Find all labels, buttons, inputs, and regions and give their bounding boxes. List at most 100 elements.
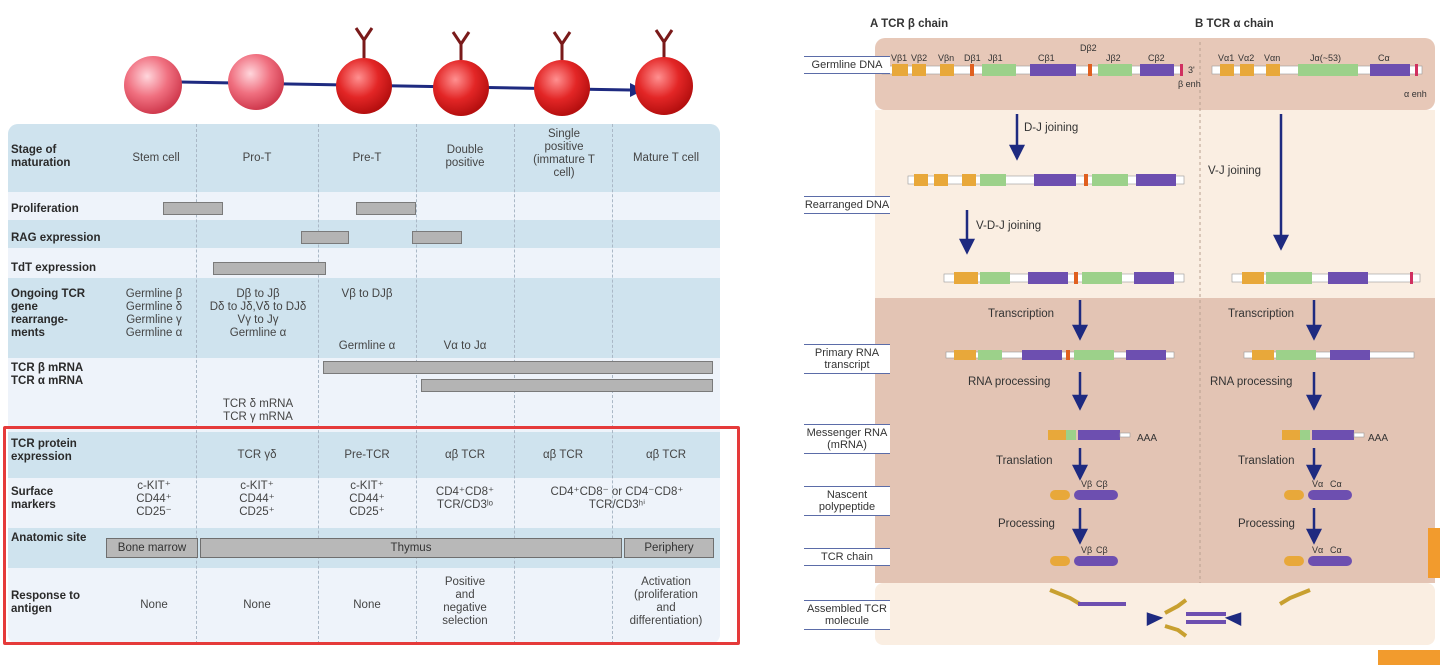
seg-vb2: Vβ2 <box>911 53 928 63</box>
col-pro-t: Pro-T <box>242 152 272 164</box>
row-label-site: Anatomic site <box>11 532 87 544</box>
protein-pro: TCR γδ <box>237 449 277 461</box>
beta-chain-c: Cβ <box>1096 545 1108 555</box>
protein-pre: Pre-TCR <box>344 449 390 461</box>
row-label-response: Response to antigen <box>11 590 81 615</box>
alpha-peptide-v: Vα <box>1312 479 1324 489</box>
stage-germline-dna: Germline DNA <box>804 56 890 74</box>
ongoing-pre-alpha: Germline α <box>338 340 396 352</box>
proliferation-bar-stem <box>163 202 223 215</box>
protein-dp: αβ TCR <box>444 449 486 461</box>
seg-vbn: Vβn <box>938 53 955 63</box>
stage-nascent-polypeptide: Nascent polypeptide <box>804 486 890 516</box>
step-processing-alpha: Processing <box>1238 518 1295 530</box>
rearranged-band <box>875 110 1435 298</box>
stem-cell <box>124 56 182 114</box>
row-label-ongoing: Ongoing TCR gene rearrange-ments <box>11 288 86 339</box>
three-prime-beta: 3' <box>1188 65 1195 75</box>
alpha-mrna-bar <box>421 379 713 392</box>
stage-primary-rna: Primary RNA transcript <box>804 344 890 374</box>
ongoing-pre: Vβ to DJβ <box>341 288 393 300</box>
beta-mrna-aaa: AAA <box>1137 433 1158 444</box>
seg-va1: Vα1 <box>1218 53 1235 63</box>
seg-ja53: Jα(~53) <box>1310 53 1341 63</box>
panel-b-title: B TCR α chain <box>1195 18 1274 30</box>
row-label-mrna: TCR β mRNA TCR α mRNA <box>11 362 84 387</box>
seg-db1: Dβ1 <box>964 53 981 63</box>
pro-t-cell <box>228 54 284 110</box>
step-vj-joining: V-J joining <box>1208 165 1262 177</box>
beta-rearranged-dna <box>907 174 1185 186</box>
stage-mrna: Messenger RNA (mRNA) <box>804 424 890 454</box>
beta-primary-rna <box>945 350 1175 360</box>
mrna-extra: TCR δ mRNA TCR γ mRNA <box>222 398 294 423</box>
row-label-protein: TCR protein expression <box>11 438 77 463</box>
step-transcription-alpha: Transcription <box>1228 308 1295 320</box>
maturation-cells-illustration <box>124 27 693 116</box>
site-periphery: Periphery <box>624 538 714 558</box>
rag-bar-dp <box>412 231 462 244</box>
seg-ca: Cα <box>1378 53 1390 63</box>
proliferation-bar-pre <box>356 202 416 215</box>
seg-db2: Dβ2 <box>1080 43 1097 53</box>
response-stem: None <box>140 599 168 611</box>
col-double-positive: Double positive <box>445 144 485 169</box>
beta-enh: β enh <box>1178 79 1201 89</box>
step-processing-beta: Processing <box>998 518 1055 530</box>
row-label-stage: Stage of maturation <box>11 144 71 169</box>
seg-jb1: Jβ1 <box>988 53 1003 63</box>
assembled-tcr-molecule <box>1049 588 1311 638</box>
step-transcription-beta: Transcription <box>988 308 1055 320</box>
beta-nascent-polypeptide <box>1050 490 1118 500</box>
beta-germline-dna <box>881 64 1183 76</box>
beta-chain-v: Vβ <box>1081 545 1093 555</box>
double-positive-cell <box>433 31 489 116</box>
seg-vb1: Vβ1 <box>891 53 908 63</box>
orange-corner-tab <box>1378 650 1440 665</box>
step-dj-joining: D-J joining <box>1024 122 1079 134</box>
seg-va2: Vα2 <box>1238 53 1255 63</box>
row-label-rag: RAG expression <box>11 232 101 244</box>
ongoing-pro: Dβ to Jβ Dδ to Jδ,Vδ to DJδ Vγ to Jγ Ger… <box>209 288 307 339</box>
alpha-primary-rna <box>1243 350 1415 360</box>
alpha-mrna-aaa: AAA <box>1368 433 1389 444</box>
response-mature: Activation (proliferation and differenti… <box>629 576 703 627</box>
mature-t-cell <box>635 29 693 115</box>
step-translation-alpha: Translation <box>1238 455 1295 467</box>
tcr-gene-diagram <box>875 38 1435 645</box>
seg-cb2: Cβ2 <box>1148 53 1165 63</box>
stage-assembled-tcr: Assembled TCR molecule <box>804 600 890 630</box>
response-pro: None <box>243 599 271 611</box>
row-label-proliferation: Proliferation <box>11 203 79 215</box>
stage-rearranged-dna: Rearranged DNA <box>804 196 890 214</box>
seg-jb2: Jβ2 <box>1106 53 1121 63</box>
step-rna-processing-alpha: RNA processing <box>1210 376 1293 388</box>
site-thymus: Thymus <box>200 538 622 558</box>
alpha-peptide-c: Cα <box>1330 479 1342 489</box>
tdt-bar <box>213 262 326 275</box>
surface-stem: c-KIT⁺ CD44⁺ CD25⁻ <box>136 480 172 518</box>
alpha-mrna <box>1282 430 1365 440</box>
ongoing-stem: Germline β Germline δ Germline γ Germlin… <box>125 288 183 339</box>
orange-edge-tab <box>1428 528 1440 578</box>
row-label-tdt: TdT expression <box>11 262 96 274</box>
response-pre: None <box>353 599 381 611</box>
col-stem-cell: Stem cell <box>132 152 180 164</box>
surface-pro: c-KIT⁺ CD44⁺ CD25⁺ <box>239 480 275 518</box>
beta-mrna-bar <box>323 361 713 374</box>
col-single-positive: Single positive (immature T cell) <box>533 128 595 179</box>
col-pre-t: Pre-T <box>352 152 382 164</box>
alpha-nascent-polypeptide <box>1284 490 1352 500</box>
rag-bar-pre <box>301 231 349 244</box>
surface-sp-mature: CD4⁺CD8⁻ or CD4⁻CD8⁺ TCR/CD3ʰⁱ <box>550 486 684 511</box>
alpha-germline-dna <box>1211 64 1423 76</box>
seg-van: Vαn <box>1264 53 1281 63</box>
flow-arrows <box>958 114 1323 627</box>
seg-cb1: Cβ1 <box>1038 53 1055 63</box>
step-rna-processing-beta: RNA processing <box>968 376 1051 388</box>
row-label-surface: Surface markers <box>11 486 56 511</box>
panel-a-title: A TCR β chain <box>870 18 949 30</box>
step-vdj-joining: V-D-J joining <box>976 220 1042 232</box>
surface-dp: CD4⁺CD8⁺ TCR/CD3ˡᵒ <box>435 486 495 511</box>
alpha-tcr-chain <box>1284 556 1352 566</box>
